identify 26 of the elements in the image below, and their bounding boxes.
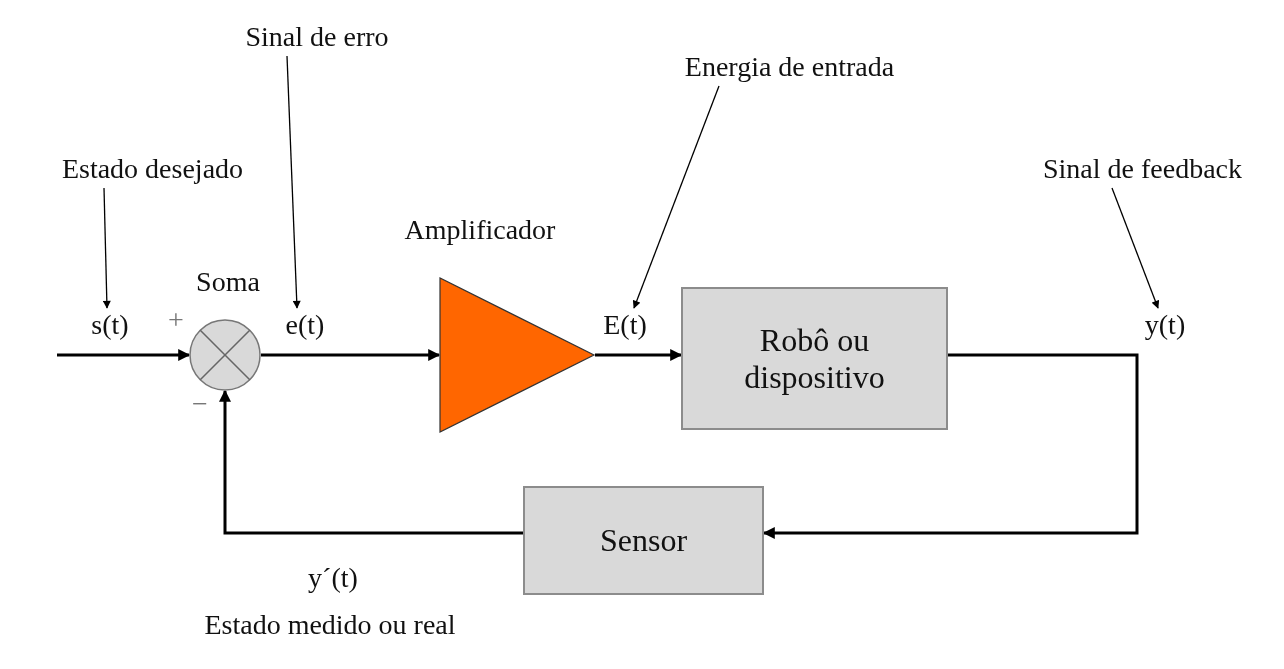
signal-arrow: [219, 389, 523, 535]
minus-sign: −: [192, 388, 208, 420]
signal-label: s(t): [91, 308, 129, 342]
process-block: [681, 287, 948, 430]
block-label: Robô ou dispositivo: [743, 321, 886, 396]
signal-arrow: [261, 349, 441, 361]
annotation-text: Energia de entrada: [684, 50, 895, 84]
signal-arrow: [57, 349, 191, 361]
annotation-text: Sinal de feedback: [1043, 152, 1242, 186]
leader-line: [1111, 187, 1160, 309]
signal-label: y´(t): [308, 562, 358, 594]
annotation-text: Estado desejado: [61, 152, 244, 186]
block-title: Amplificador: [404, 214, 556, 246]
signal-label: e(t): [285, 308, 325, 342]
block-label: Sensor: [599, 522, 688, 559]
plus-sign: +: [168, 304, 184, 336]
leader-line: [632, 85, 720, 309]
leader-line: [102, 187, 111, 309]
signal-label: y(t): [1144, 308, 1186, 342]
process-block: [523, 486, 764, 595]
caption-text: Estado medido ou real: [204, 609, 456, 641]
annotation-text: Sinal de erro: [245, 20, 389, 54]
leader-line: [286, 55, 301, 309]
block-title: Soma: [196, 266, 260, 298]
signal-arrow: [595, 349, 683, 361]
signal-label: E(t): [603, 308, 647, 342]
